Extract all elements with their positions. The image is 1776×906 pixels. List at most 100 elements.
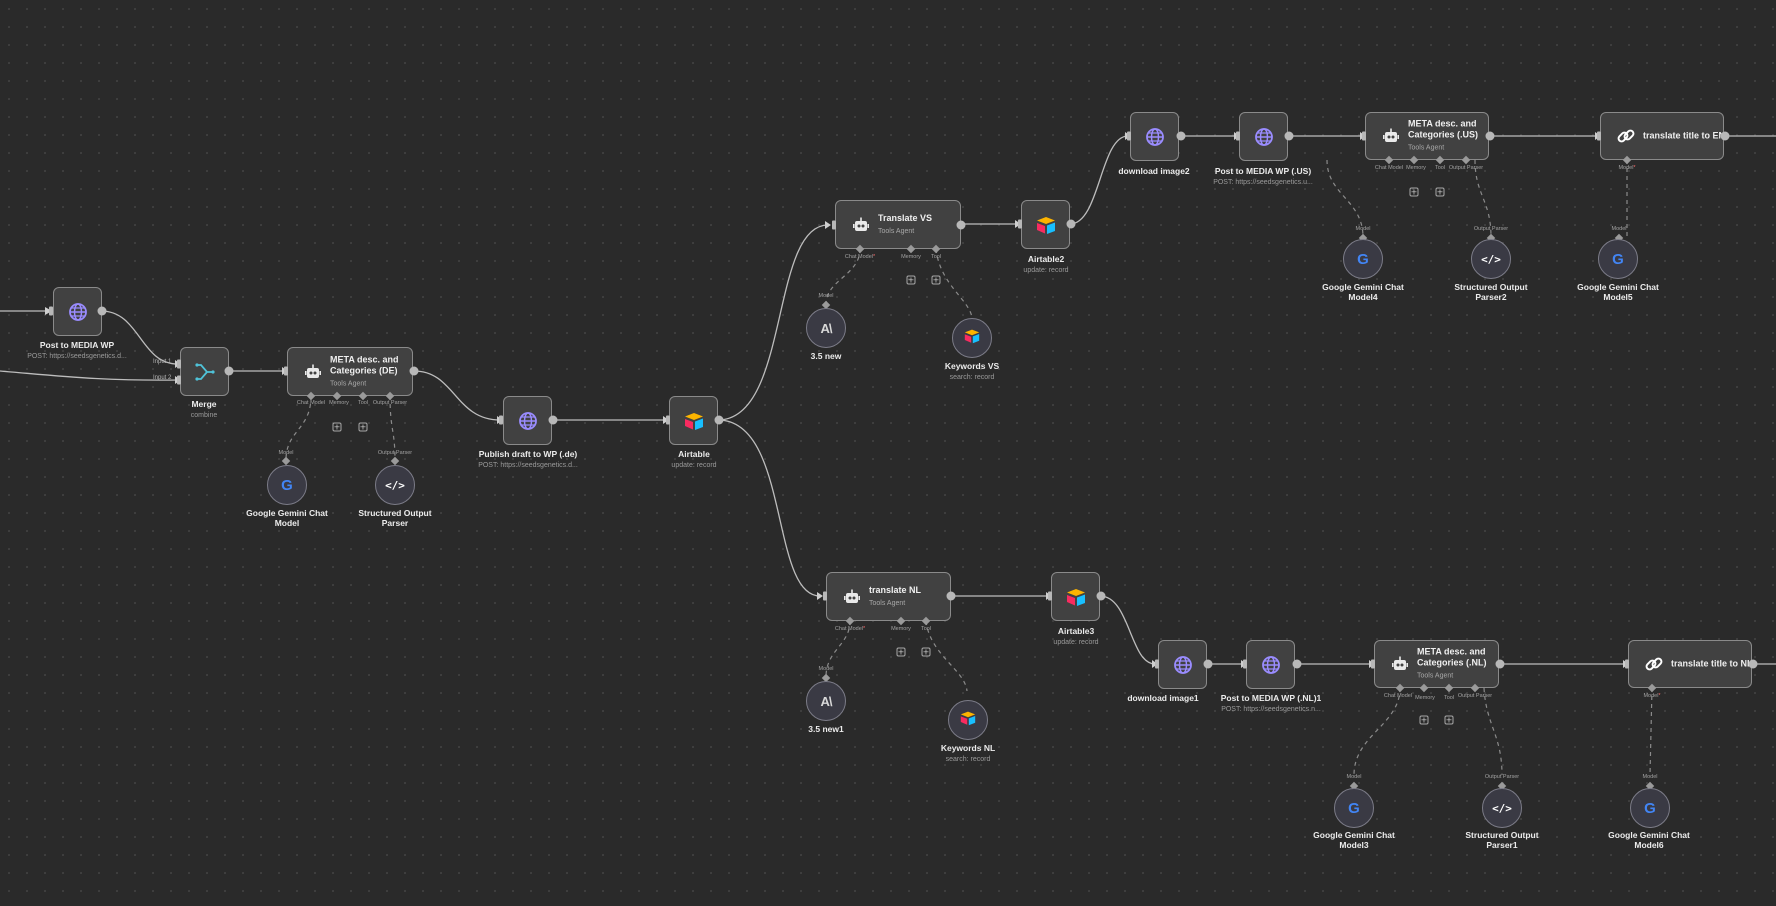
post-media-us-output[interactable] (1284, 131, 1294, 141)
gemini5-node[interactable]: G (1598, 239, 1638, 279)
meta-us-node[interactable]: META desc. and Categories (.US)Tools Age… (1365, 112, 1489, 160)
port-label-model: Model (1346, 774, 1362, 780)
airtable-input[interactable] (666, 415, 670, 425)
merge-output[interactable] (224, 366, 234, 376)
merge-node[interactable] (180, 347, 229, 396)
airtable2-node[interactable] (1021, 200, 1070, 249)
airtable-output[interactable] (714, 415, 724, 425)
post-media-us-input[interactable] (1236, 131, 1240, 141)
airtable-icon (1035, 214, 1057, 236)
add-memory-button[interactable]: + (1409, 187, 1419, 197)
airtable-node[interactable] (669, 396, 718, 445)
gemini-de-node[interactable]: G (267, 465, 307, 505)
port-label-tool: Tool (1434, 165, 1446, 171)
airtable-icon (683, 410, 705, 432)
meta-us-output[interactable] (1485, 131, 1495, 141)
publish-draft-output[interactable] (548, 415, 558, 425)
post-media-wp-output[interactable] (97, 306, 107, 316)
post-media-nl-output[interactable] (1292, 659, 1302, 669)
parser-de-port[interactable] (390, 456, 400, 466)
parser1-node[interactable]: </> (1482, 788, 1522, 828)
add-tool-button[interactable]: + (1444, 715, 1454, 725)
airtable3-output[interactable] (1096, 591, 1106, 601)
meta-de-input[interactable] (284, 366, 288, 376)
airtable2-input[interactable] (1018, 219, 1022, 229)
port-label-memory: Memory (901, 254, 921, 260)
translate-vs-output[interactable] (956, 220, 966, 230)
gemini4-node[interactable]: G (1343, 239, 1383, 279)
robot-icon (302, 361, 324, 383)
translate-title-nl-output[interactable] (1748, 659, 1758, 669)
download-image2-node[interactable] (1130, 112, 1179, 161)
port-label-model: Model (1642, 774, 1658, 780)
add-memory-button[interactable]: + (332, 422, 342, 432)
add-tool-button[interactable]: + (921, 647, 931, 657)
translate-nl-input[interactable] (823, 591, 827, 601)
download-image1-node[interactable] (1158, 640, 1207, 689)
gemini3-label: Google Gemini Chat Model3 (1313, 830, 1395, 850)
meta-nl-input[interactable] (1371, 659, 1375, 669)
model-35-new1-node[interactable]: A\ (806, 681, 846, 721)
add-tool-button[interactable]: + (358, 422, 368, 432)
add-memory-button[interactable]: + (896, 647, 906, 657)
gemini6-node[interactable]: G (1630, 788, 1670, 828)
gemini6-label: Google Gemini Chat Model6 (1608, 830, 1690, 850)
add-memory-button[interactable]: + (1419, 715, 1429, 725)
download-image2-output[interactable] (1176, 131, 1186, 141)
gemini-de-port[interactable] (281, 456, 291, 466)
add-tool-button[interactable]: + (1435, 187, 1445, 197)
post-media-nl-node[interactable] (1246, 640, 1295, 689)
merge-icon (194, 361, 216, 383)
globe-icon (1172, 654, 1194, 676)
post-media-nl-input[interactable] (1243, 659, 1247, 669)
publish-draft-input[interactable] (499, 415, 503, 425)
translate-nl-output[interactable] (946, 591, 956, 601)
merge-input1-port[interactable] (177, 359, 181, 369)
parser-de-node[interactable]: </> (375, 465, 415, 505)
google-g-icon: G (1612, 250, 1624, 268)
airtable3-input[interactable] (1048, 591, 1052, 601)
keywords-vs-node[interactable] (952, 318, 992, 358)
add-memory-button[interactable]: + (906, 275, 916, 285)
post-media-us-node[interactable] (1239, 112, 1288, 161)
translate-title-nl-node[interactable]: translate title to NL (1628, 640, 1753, 688)
translate-en-input[interactable] (1597, 131, 1601, 141)
meta-nl-node[interactable]: META desc. and Categories (.NL)Tools Age… (1374, 640, 1499, 688)
post-media-wp-input[interactable] (49, 306, 53, 316)
meta-de-node[interactable]: META desc. and Categories (DE)Tools Agen… (287, 347, 413, 396)
model-35-new-node[interactable]: A\ (806, 308, 846, 348)
download-image1-input[interactable] (1155, 659, 1159, 669)
translate-title-nl-input[interactable] (1625, 659, 1629, 669)
translate-en-output[interactable] (1720, 131, 1730, 141)
port-label-tool: Tool (357, 400, 369, 406)
port-label-memory: Memory (891, 626, 911, 632)
google-g-icon: G (1348, 799, 1360, 817)
keywords-nl-node[interactable] (948, 700, 988, 740)
gemini3-node[interactable]: G (1334, 788, 1374, 828)
meta-de-output[interactable] (409, 366, 419, 376)
gemini4-label: Google Gemini Chat Model4 (1322, 282, 1404, 302)
add-tool-button[interactable]: + (931, 275, 941, 285)
merge-input2-port[interactable] (177, 375, 181, 385)
airtable3-node[interactable] (1051, 572, 1100, 621)
publish-draft-node[interactable] (503, 396, 552, 445)
post-media-wp-node[interactable] (53, 287, 102, 336)
airtable2-output[interactable] (1066, 219, 1076, 229)
port-label-output-parser: Output Parser (1457, 693, 1493, 699)
anthropic-icon: A\ (820, 693, 833, 709)
meta-nl-output[interactable] (1495, 659, 1505, 669)
download-image1-output[interactable] (1203, 659, 1213, 669)
meta-us-input[interactable] (1362, 131, 1366, 141)
translate-en-node[interactable]: translate title to EN (1600, 112, 1725, 160)
airtable-icon (1065, 586, 1087, 608)
translate-vs-input[interactable] (832, 220, 836, 230)
parser2-node[interactable]: </> (1471, 239, 1511, 279)
download-image2-input[interactable] (1127, 131, 1131, 141)
